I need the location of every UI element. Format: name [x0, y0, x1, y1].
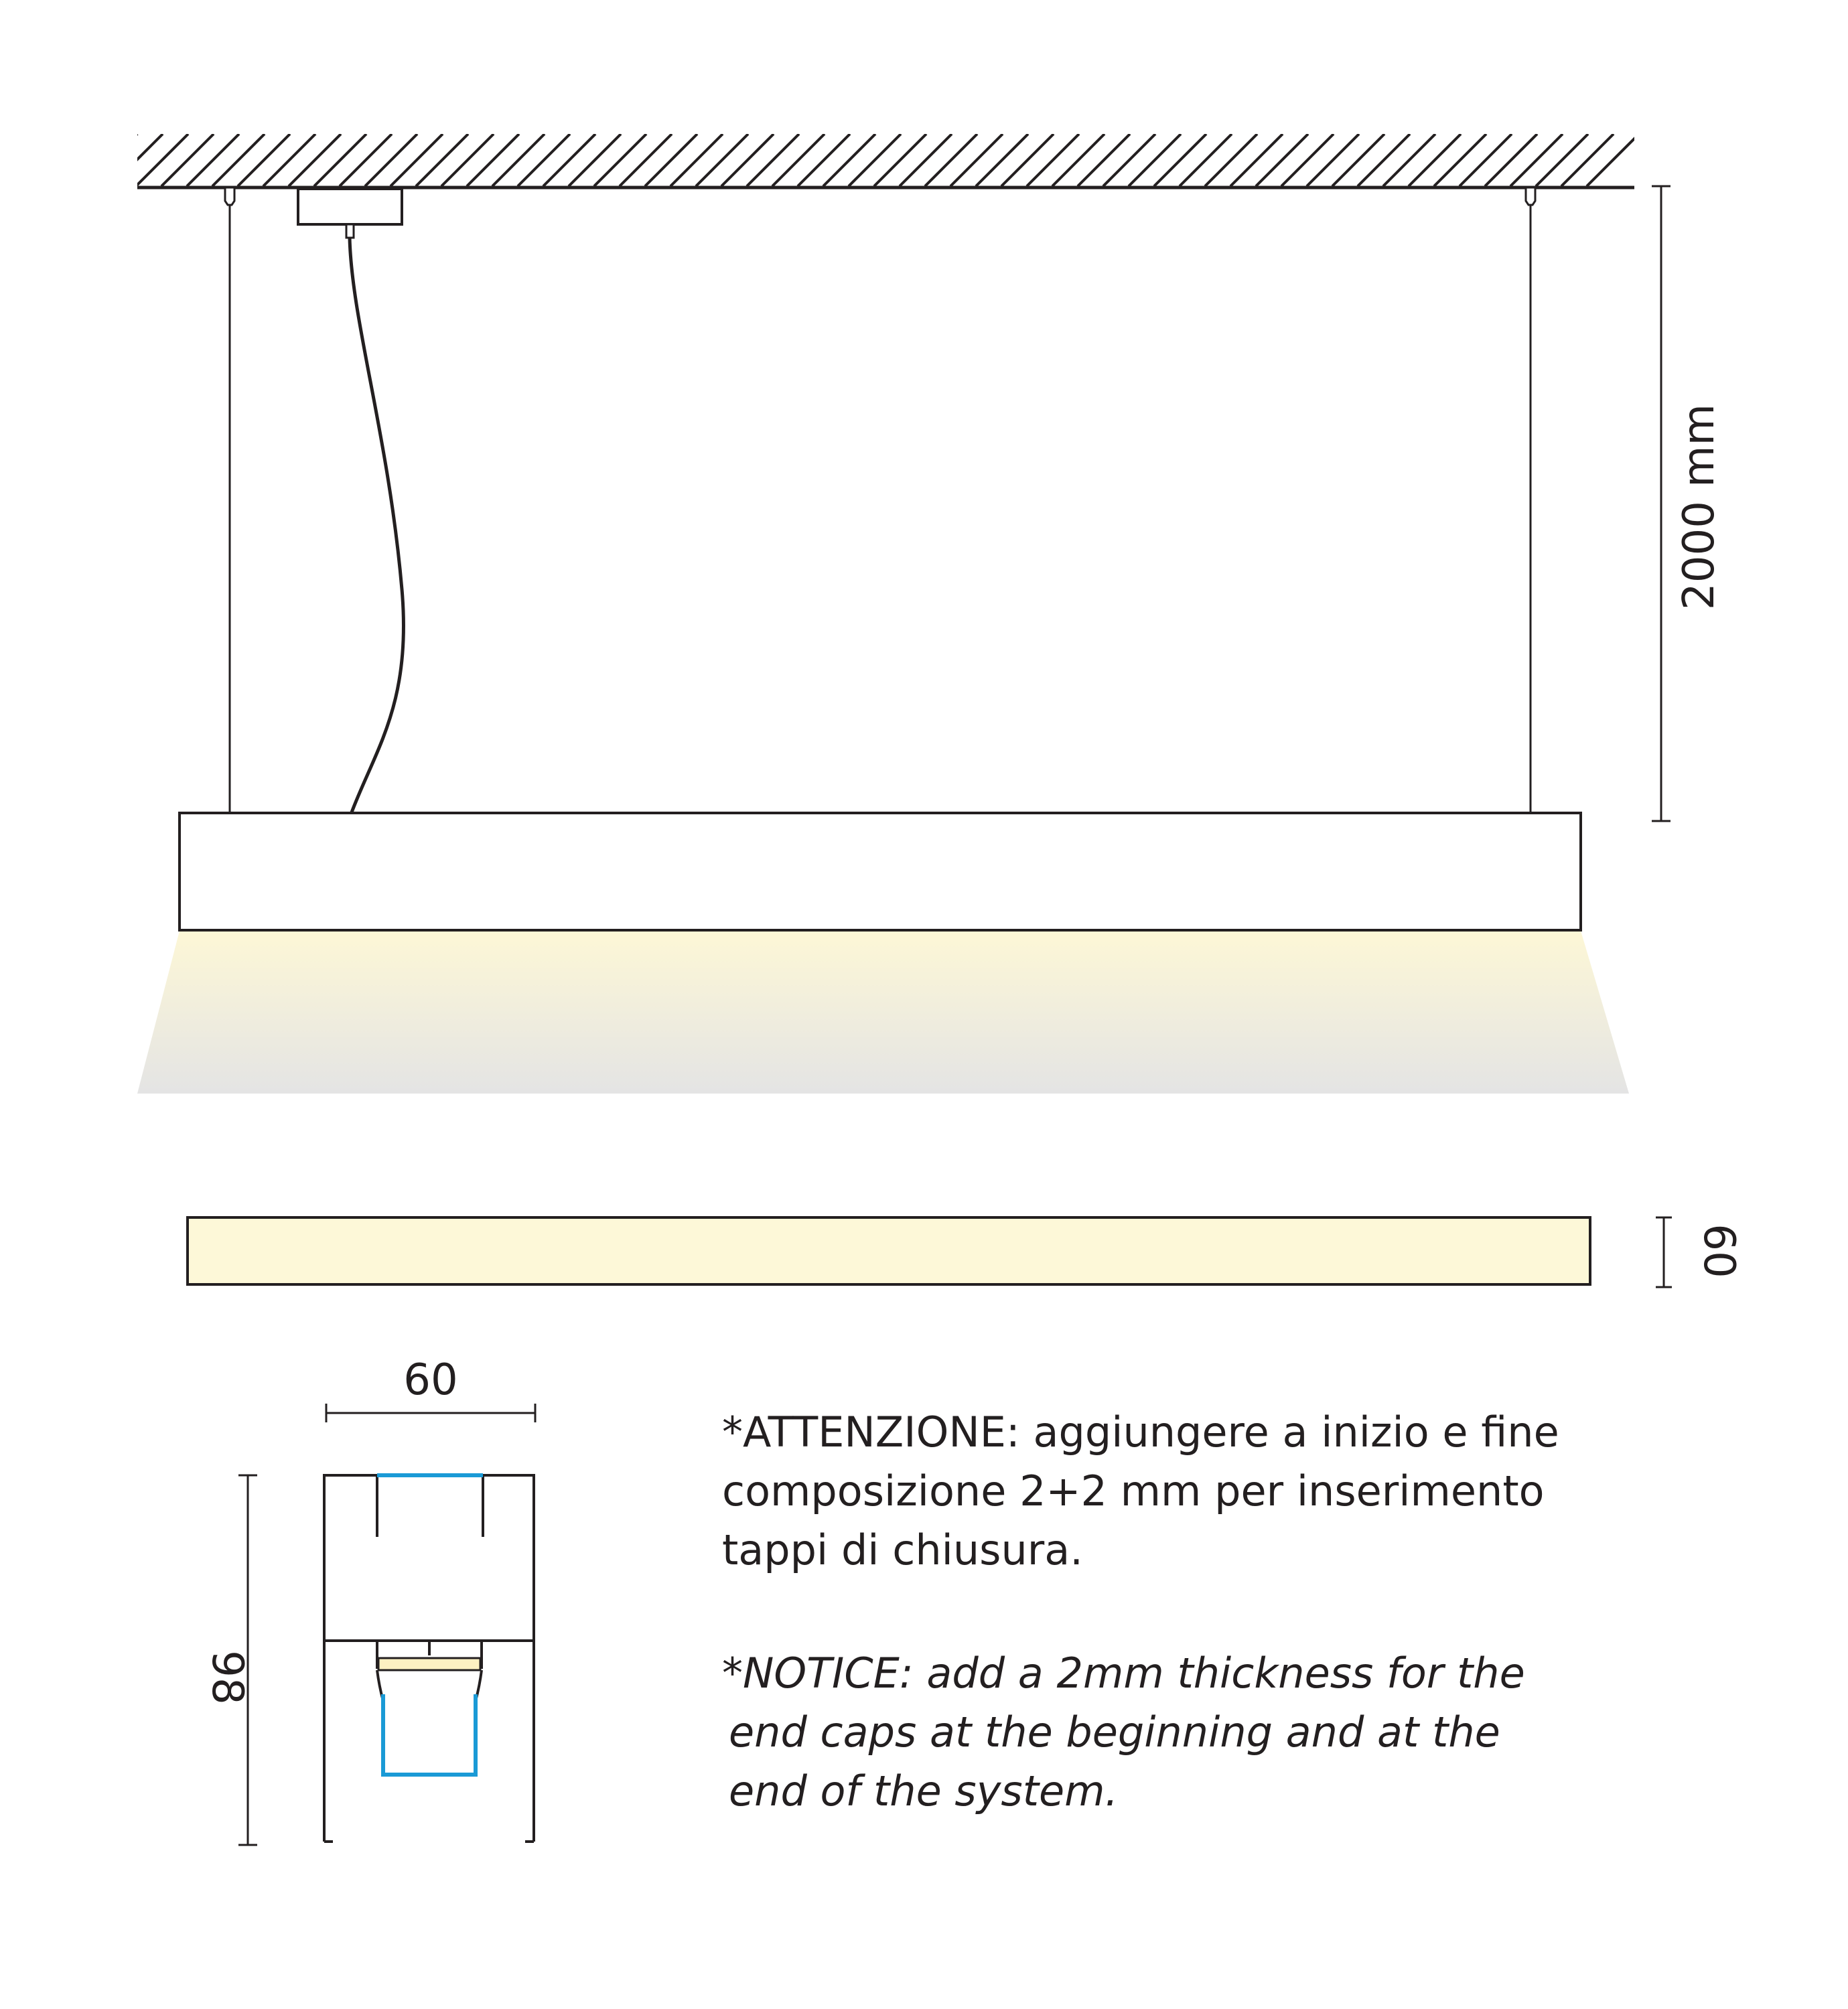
section-width-label: 60: [403, 1355, 457, 1405]
note-english-line-2: end caps at the beginning and at the: [729, 1708, 1500, 1757]
right-wire-anchor: [1524, 186, 1537, 206]
left-outer-wall: [323, 1474, 377, 1842]
light-beam: [137, 931, 1629, 1094]
dimension-suspension-height: 2000 mm: [1652, 185, 1724, 822]
note-italian: *ATTENZIONE: aggiungere a inizio e fine …: [722, 1403, 1559, 1580]
cable-gland: [345, 223, 355, 239]
left-suspension-wire: [224, 186, 236, 812]
note-english: *NOTICE: add a 2mm thickness for the end…: [722, 1644, 1525, 1821]
note-english-line-3: end of the system.: [729, 1767, 1119, 1815]
diffuser-bottom-view: [186, 1216, 1591, 1286]
ceiling: [137, 134, 1634, 190]
note-italian-line-1: *ATTENZIONE: aggiungere a inizio e fine: [722, 1408, 1559, 1457]
power-canopy: [297, 188, 403, 239]
note-italian-line-2: composizione 2+2 mm per inserimento: [722, 1467, 1545, 1515]
diffuser-channel: [381, 1694, 478, 1777]
ceiling-hatch: [137, 134, 1634, 186]
right-suspension-wire: [1524, 186, 1537, 812]
suspension-height-label: 2000 mm: [1675, 404, 1724, 610]
canopy-box: [297, 188, 403, 226]
power-cable: [348, 237, 406, 813]
note-italian-line-3: tappi di chiusura.: [722, 1526, 1083, 1574]
profile-cross-section: [323, 1474, 535, 1843]
led-channel-highlight: [377, 1473, 483, 1777]
luminaire-body: [178, 812, 1582, 932]
note-english-line-1: *NOTICE: add a 2mm thickness for the: [722, 1649, 1525, 1698]
section-height-label: 98: [202, 1650, 252, 1704]
right-outer-wall: [483, 1474, 535, 1842]
led-strip: [377, 1657, 482, 1671]
dimension-section-height: 98: [202, 1474, 257, 1846]
left-wire-anchor: [224, 186, 236, 206]
profile-height-label: 60: [1694, 1223, 1744, 1278]
dimension-section-width: 60: [325, 1355, 537, 1422]
dimension-profile-height: 60: [1656, 1216, 1744, 1288]
